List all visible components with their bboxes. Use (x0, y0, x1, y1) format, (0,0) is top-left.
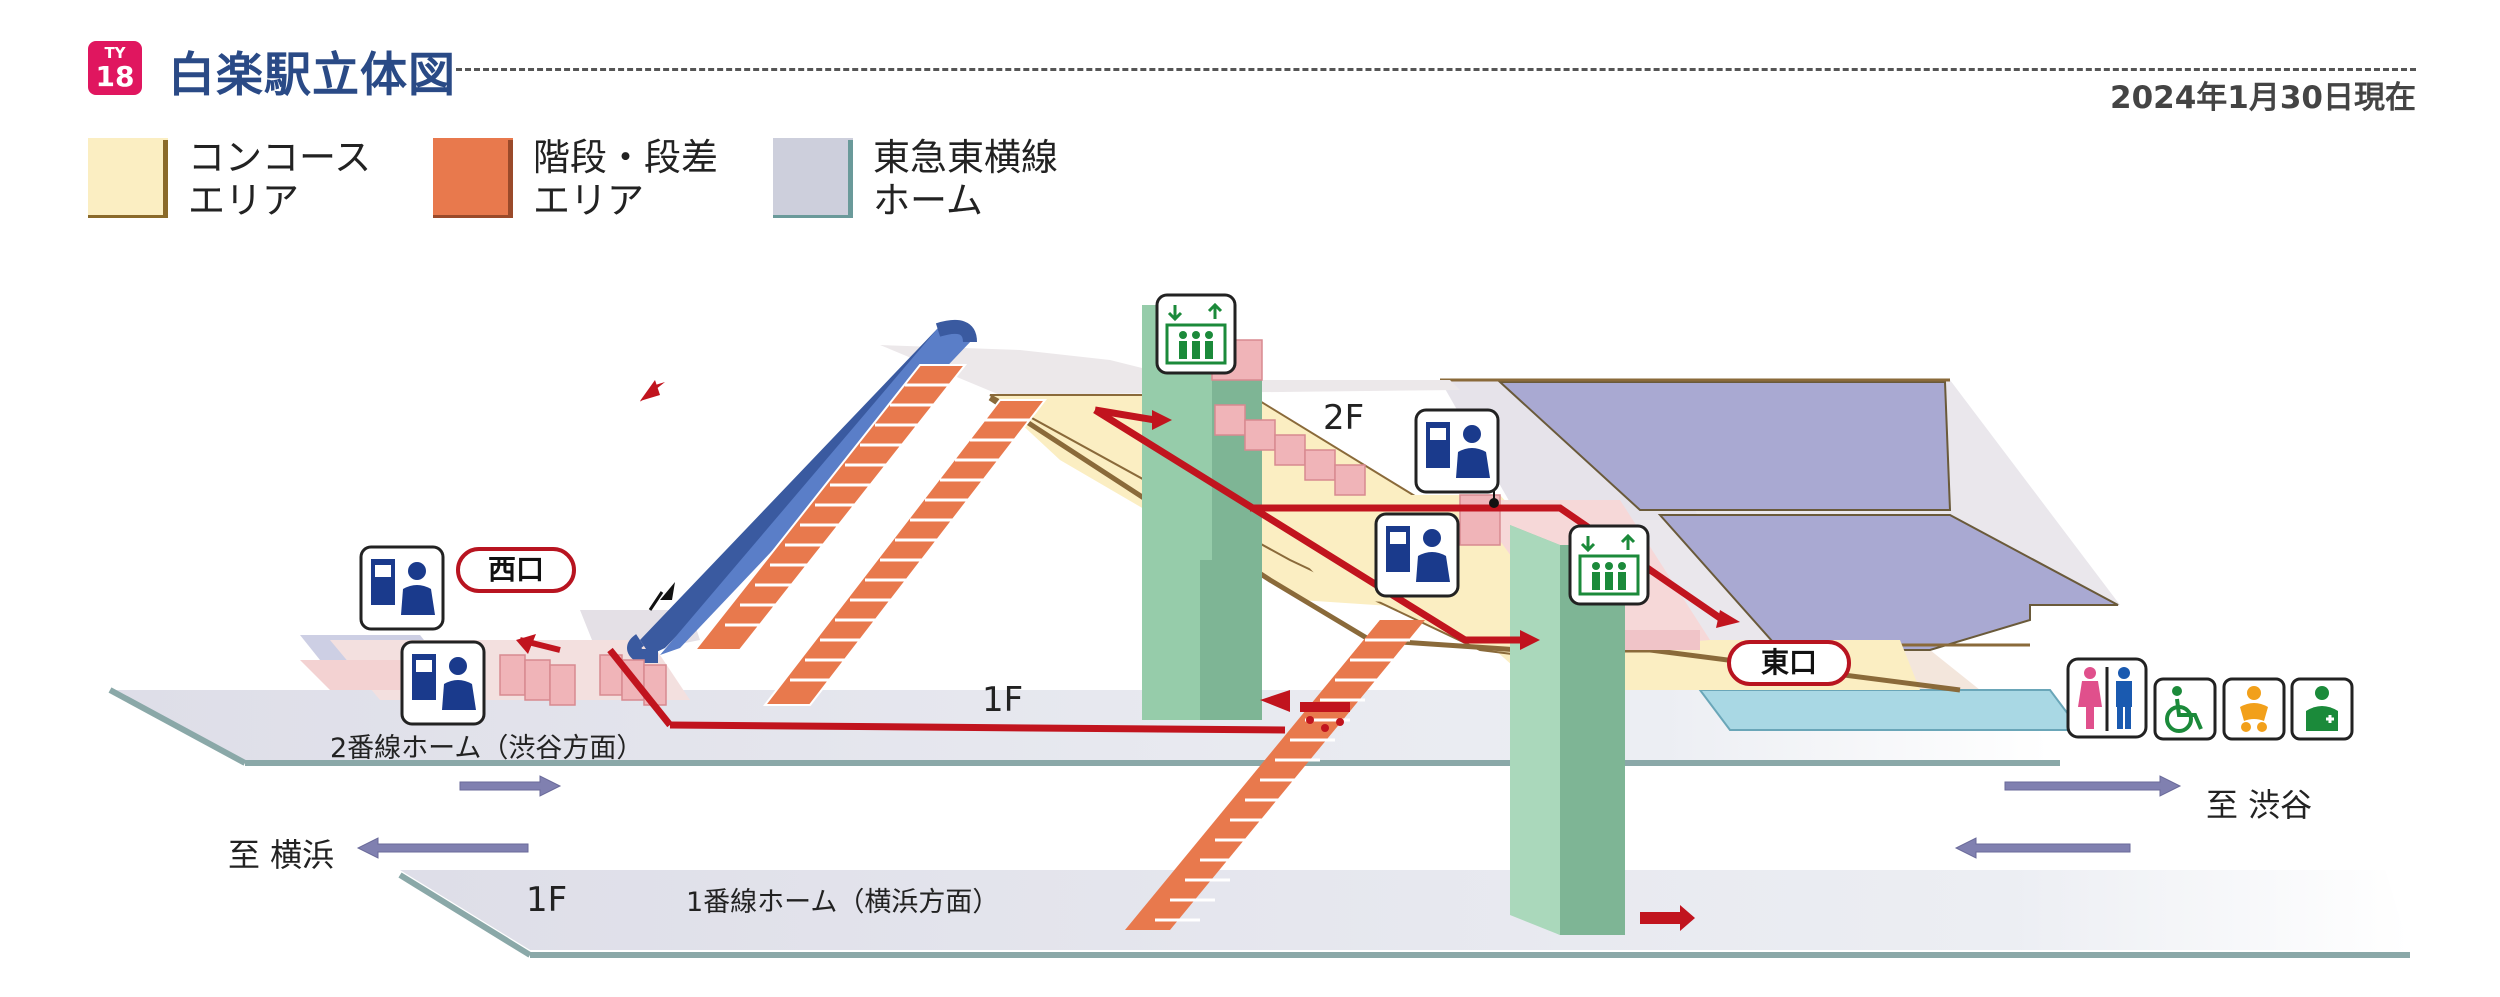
legend-swatch-stairs (433, 138, 513, 218)
direction-shibuya: 至 渋谷 (2206, 786, 2313, 824)
badge-line-code: TY (104, 44, 126, 62)
as-of-date: 2024年1月30日現在 (2110, 80, 2416, 116)
stair-treads (725, 383, 1030, 682)
legend-swatch-platform (773, 138, 853, 218)
baby-care-icon (2222, 677, 2286, 741)
legend-label-stairs: 階段・段差 エリア (533, 136, 718, 222)
direction-arrows (356, 775, 2182, 859)
floor-label-1f-upper: 1F (982, 680, 1024, 720)
platform-2-label: 2番線ホーム（渋谷方面） (330, 733, 644, 764)
elevator-icon (1568, 524, 1650, 606)
title-divider (456, 68, 2416, 71)
stair-treads-center (1155, 638, 1410, 922)
exit-west-label: 西口 (456, 547, 576, 593)
platform-1 (398, 870, 2410, 958)
first-aid-icon (2290, 677, 2354, 741)
ticket-machine-icon (359, 545, 445, 631)
wheelchair-icon (2153, 677, 2217, 741)
floor-label-1f-lower: 1F (526, 880, 568, 920)
legend-label-platform: 東急東横線 ホーム (873, 136, 1058, 222)
ticket-machine-icon (1374, 512, 1460, 598)
elevator-icon (1155, 293, 1237, 375)
route-lines (607, 406, 1722, 734)
legend-label-concourse: コンコース エリア (188, 136, 372, 222)
floor-label-2f: 2F (1323, 398, 1365, 438)
ticket-machine-icon (1414, 408, 1500, 494)
badge-line-number: 18 (95, 60, 135, 93)
stairs-left (692, 364, 1048, 706)
stairs-center (1125, 620, 1425, 930)
west-route (519, 637, 561, 653)
station-number-badge: TY 18 (88, 41, 142, 95)
exit-east-label: 東口 (1727, 640, 1851, 686)
route-small-arrows (640, 380, 1350, 732)
restroom-icon (2066, 657, 2148, 739)
platform-1-label: 1番線ホーム（横浜方面） (686, 887, 1000, 918)
ticket-machine-icon (400, 640, 486, 726)
elevator-shaft-right (1510, 525, 1625, 935)
direction-yokohama: 至 横浜 (228, 836, 335, 874)
legend-swatch-concourse (88, 138, 168, 218)
page-title: 白楽駅立体図 (168, 48, 456, 103)
